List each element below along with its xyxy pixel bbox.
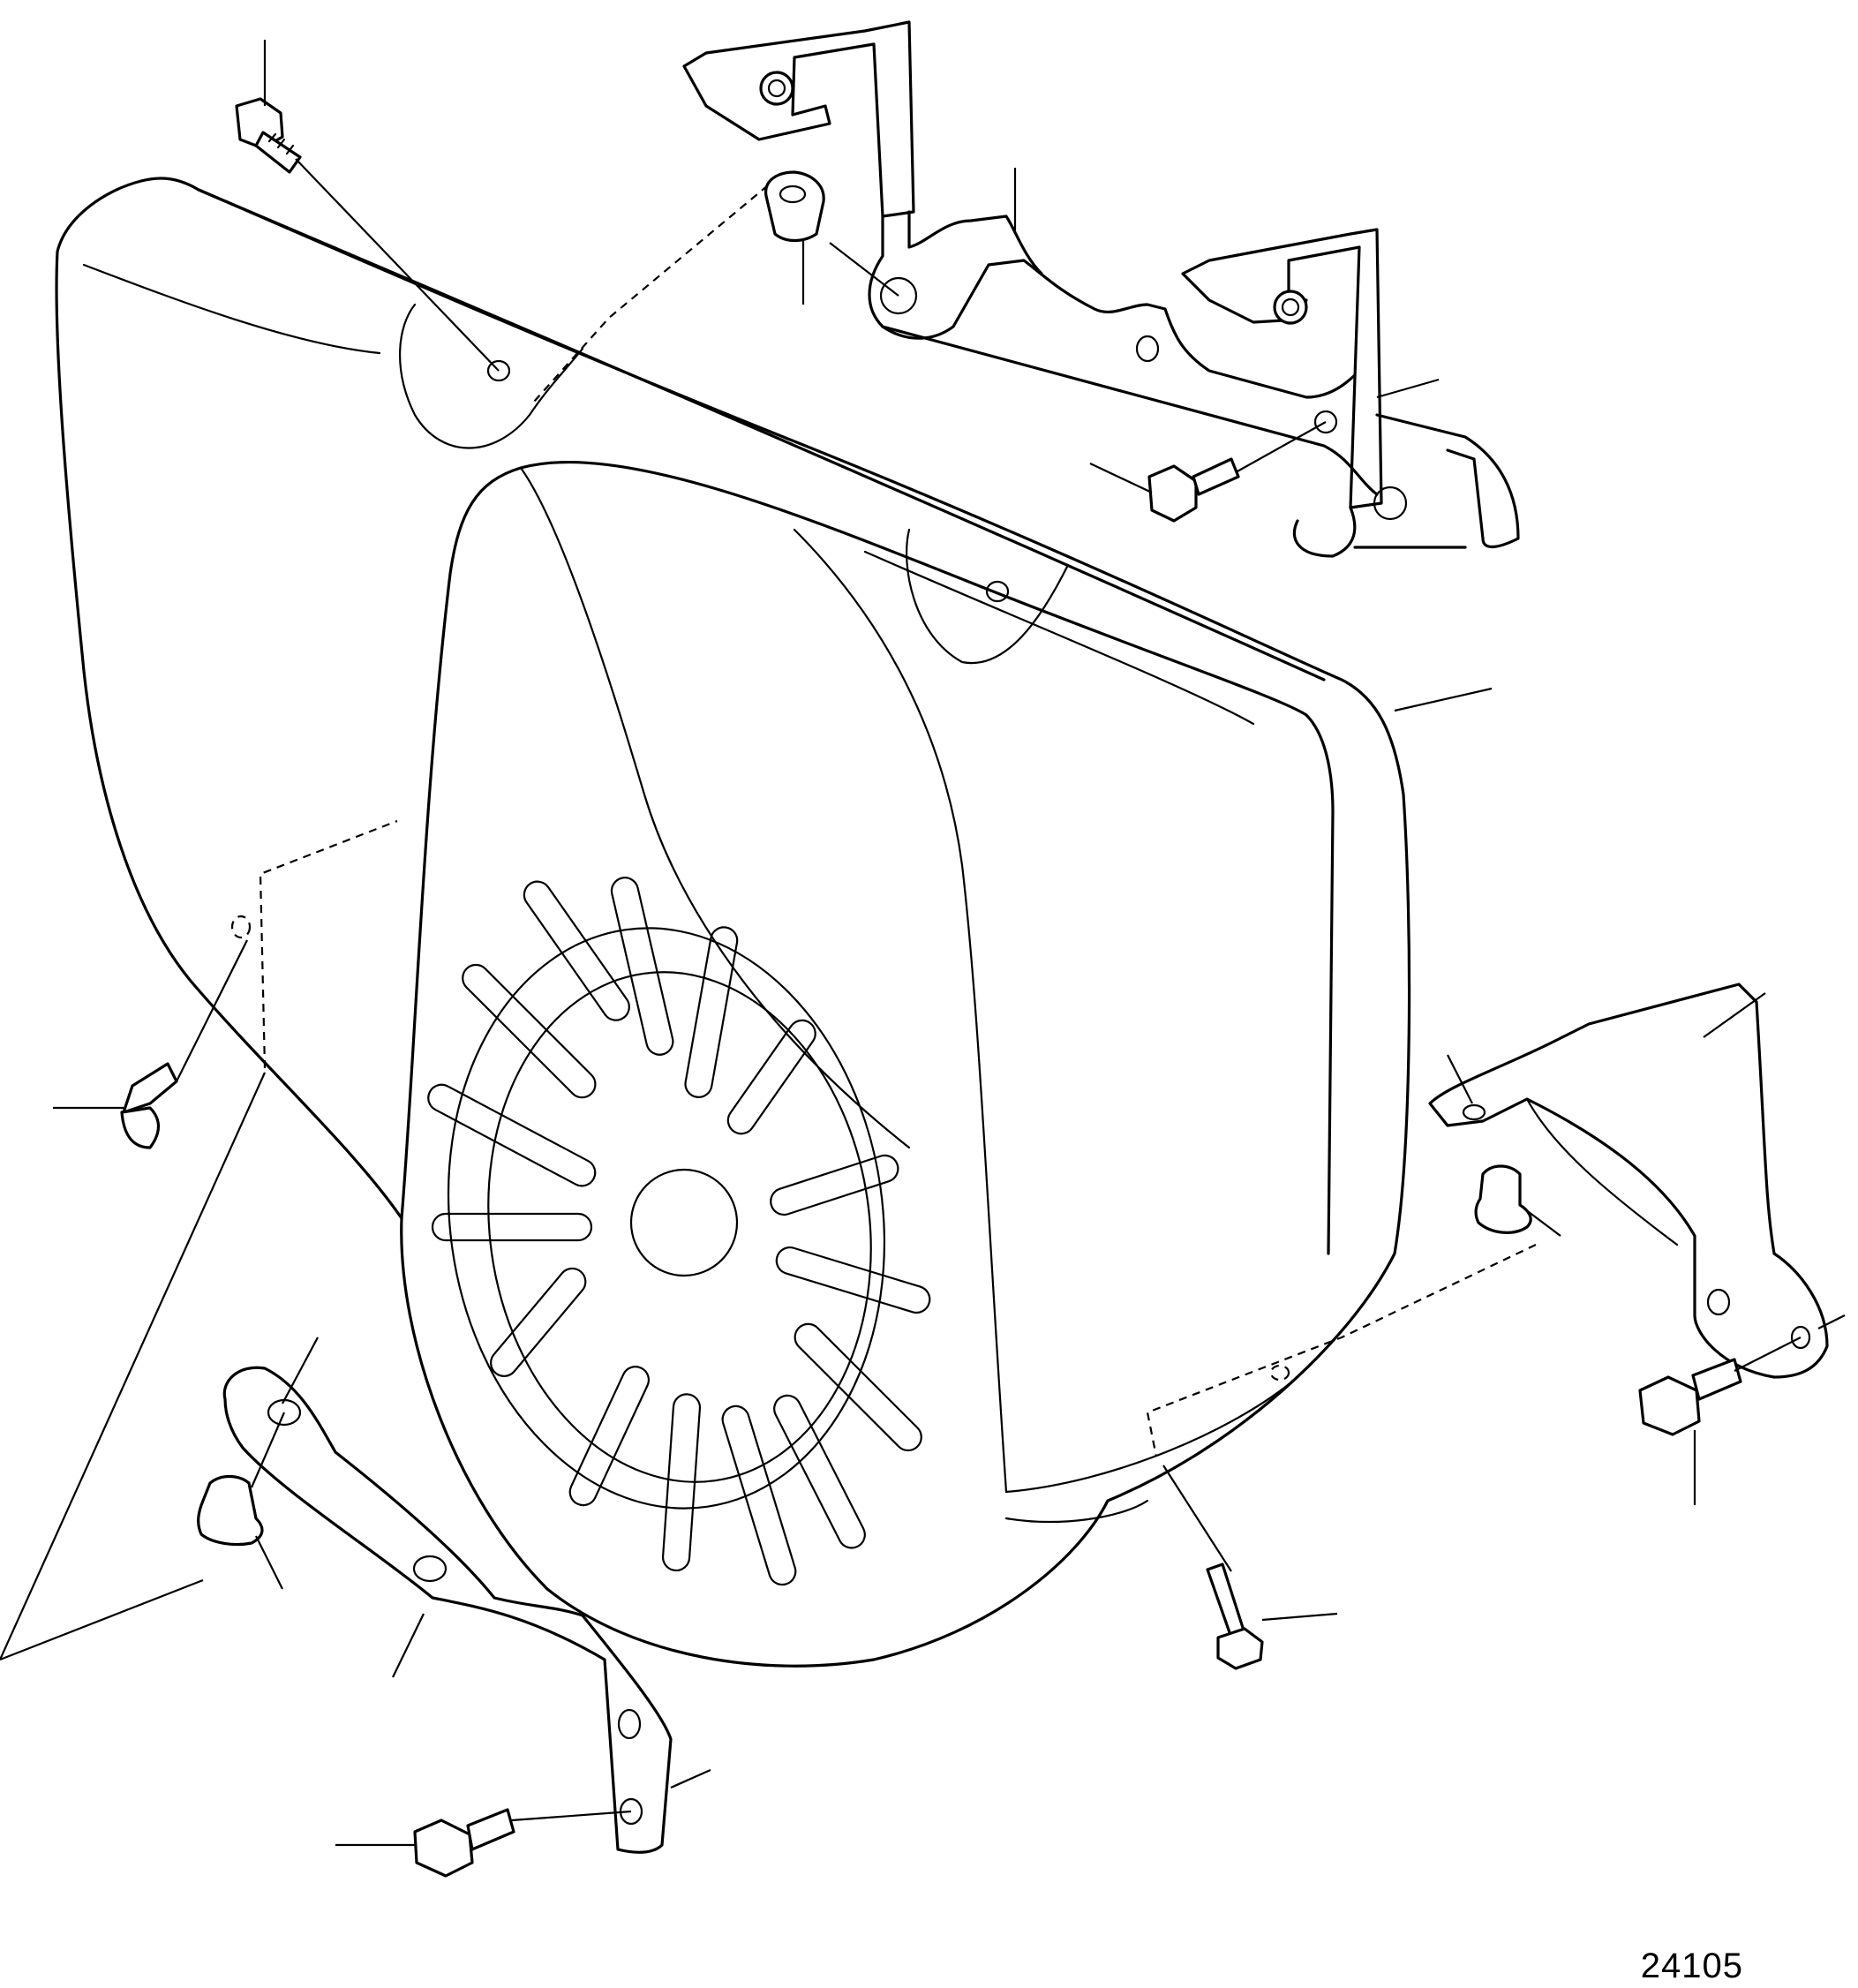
cover-housing	[55, 177, 1411, 1668]
bolt-bottom-left	[413, 1808, 515, 1878]
bolt-top-left	[235, 97, 302, 174]
right-mounting-bracket	[1428, 983, 1829, 1379]
lower-mounting-bracket	[222, 1366, 673, 1854]
bolt-right	[1638, 1358, 1742, 1436]
grommet-right	[1474, 1164, 1532, 1234]
rubber-grommet-top	[764, 170, 825, 243]
figure-number: 24105	[1640, 1947, 1743, 1985]
bolt-left	[120, 1062, 178, 1149]
fan-guard-slots	[427, 877, 931, 1586]
bolt-top-right	[1147, 457, 1240, 523]
upper-mounting-bracket	[682, 20, 1520, 558]
dashed-alignment-lines	[230, 184, 1537, 1457]
grommet-left	[197, 1474, 264, 1547]
bolt-bottom-center	[1206, 1563, 1264, 1670]
leader-lines	[0, 40, 1846, 1847]
